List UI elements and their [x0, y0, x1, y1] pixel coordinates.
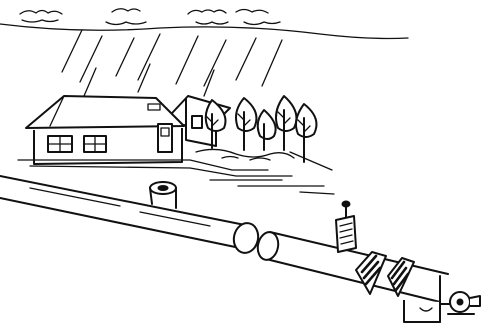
cloud-icon — [0, 9, 408, 39]
manhole-icon — [150, 182, 176, 208]
pipe-icon — [0, 176, 448, 302]
rain-icon — [62, 30, 282, 96]
pump-icon — [404, 276, 480, 322]
sign-icon — [336, 201, 356, 252]
house-icon — [26, 96, 230, 164]
